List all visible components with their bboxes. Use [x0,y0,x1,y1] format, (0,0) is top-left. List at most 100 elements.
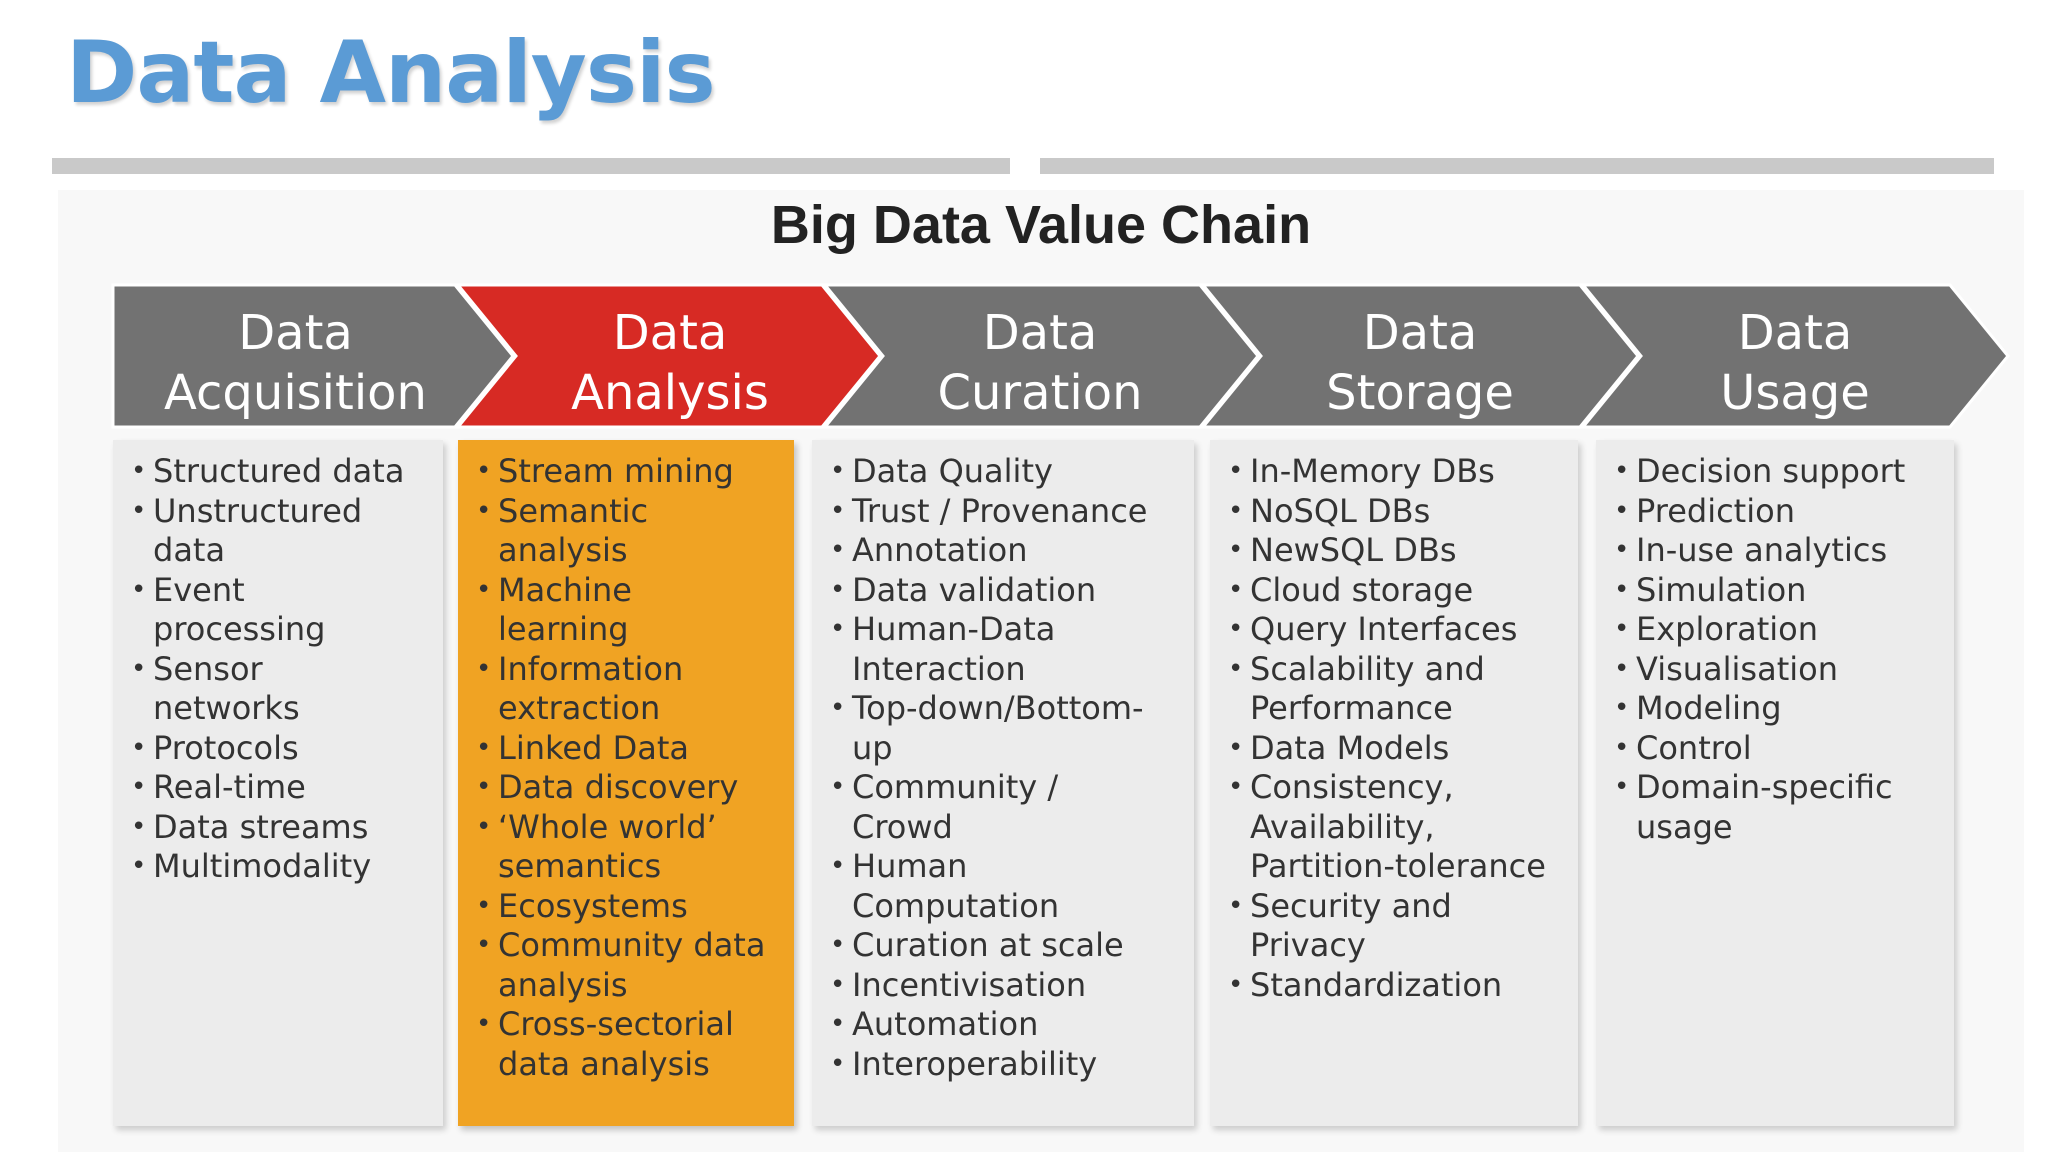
chevron-data-analysis [454,283,882,429]
list-item: Standardization [1228,966,1578,1006]
list-item-line: data [153,531,226,569]
list-item-line: Annotation [852,531,1028,569]
list-item-line: Human-Data [852,610,1056,648]
list-item-line: Computation [852,886,1060,925]
list-item: Stream mining [476,452,794,492]
list-item-line: Automation [852,1005,1039,1043]
stage-label-data-analysis: Data Analysis [505,298,835,428]
list-item-line: Cloud storage [1250,570,1474,609]
list-item-line: Security and [1250,886,1452,925]
list-item-line: Sensor [153,649,263,688]
list-item: Decision support [1614,452,1954,492]
list-item: Real-time [131,768,443,808]
stage-label-line1: Data [612,305,728,361]
list-item: Modeling [1614,689,1954,729]
list-item-line: In-Memory DBs [1250,452,1495,490]
chain-title: Big Data Value Chain [770,195,1312,255]
list-data-acquisition: Structured dataUnstructureddataEventproc… [131,452,443,887]
list-item-line: Partition-tolerance [1250,847,1546,885]
chevron-data-usage [1579,283,2010,429]
list-item-line: Information [498,649,684,688]
list-item-line: Ecosystems [498,886,688,925]
list-item-line: networks [153,689,300,727]
stage-label-line1: Data [982,305,1098,361]
list-item-line: Stream mining [498,452,734,490]
list-item-line: Availability, [1250,807,1435,846]
list-item-line: Interaction [852,649,1026,688]
list-item-line: Domain-specific [1636,768,1893,806]
list-item-line: Standardization [1250,965,1503,1004]
list-item-line: Human [852,847,968,885]
list-item-line: Control [1636,728,1752,767]
list-data-usage: Decision supportPredictionIn-use analyti… [1614,452,1954,847]
column-data-analysis: Stream miningSemantic analysis Machinelear… [458,440,794,1126]
list-item-line: analysis [498,965,628,1004]
list-item: Visualisation [1614,650,1954,690]
list-item-line: Event [153,570,245,609]
stage-label-data-usage: Data Usage [1630,298,1960,428]
list-item-line: In-use analytics [1636,531,1888,569]
list-item-line: Data validation [852,570,1097,609]
list-item: Data streams [131,808,443,848]
stage-label-line2: Analysis [571,365,769,421]
stage-label-line2: Usage [1720,365,1870,421]
stage-label-line2: Curation [937,365,1143,421]
stage-label-data-storage: Data Storage [1250,298,1590,428]
list-item-line: Community data [498,926,766,964]
list-item-line: Data Models [1250,728,1450,767]
list-item-line: Real-time [153,768,306,806]
list-item: Interoperability [830,1045,1194,1085]
list-item: Multimodality [131,847,443,887]
list-item-line: learning [498,610,629,648]
list-item-line: NoSQL DBs [1250,491,1431,530]
list-data-storage: In-Memory DBsNoSQL DBsNewSQL DBsCloud st… [1228,452,1578,1005]
chevron-data-storage [1199,283,1640,429]
list-item: Data validation [830,571,1194,611]
stage-label-line2: Storage [1326,365,1514,421]
chevron-data-acquisition [111,283,515,429]
list-item: Linked Data [476,729,794,769]
list-item: Data Quality [830,452,1194,492]
stage-label-data-curation: Data Curation [870,298,1210,428]
list-item: Ecosystems [476,887,794,927]
list-item: NewSQL DBs [1228,531,1578,571]
list-item-line: NewSQL DBs [1250,531,1457,569]
list-item-line: Unstructured [153,491,363,530]
list-item-line: Data Quality [852,452,1053,490]
list-item: In-Memory DBs [1228,452,1578,492]
list-item-line: Privacy [1250,926,1366,964]
list-item: Top-down/Bottom-up [830,689,1194,768]
list-data-analysis: Stream miningSemantic analysis Machinelear… [476,452,794,1084]
list-item-line: Visualisation [1636,649,1838,688]
list-item-line: Community / [852,768,1059,806]
list-item-line: Consistency, [1250,768,1454,806]
list-item: Annotation [830,531,1194,571]
title-divider-left [52,158,1010,174]
list-item-line: Machine [498,570,632,609]
list-item-line: Protocols [153,728,299,767]
list-item-line: Incentivisation [852,965,1087,1004]
list-item-line: Data discovery [498,768,739,806]
list-item-line: Semantic [498,491,649,530]
list-item: Structured data [131,452,443,492]
list-item-line: Crowd [852,807,953,846]
list-item: Query Interfaces [1228,610,1578,650]
list-item-line: Linked Data [498,728,689,767]
stage-label-line1: Data [1362,305,1478,361]
list-item-line: Query Interfaces [1250,610,1518,648]
chevron-data-curation [821,283,1260,429]
list-item-line: Data streams [153,807,369,846]
list-item-line: Simulation [1636,570,1807,609]
